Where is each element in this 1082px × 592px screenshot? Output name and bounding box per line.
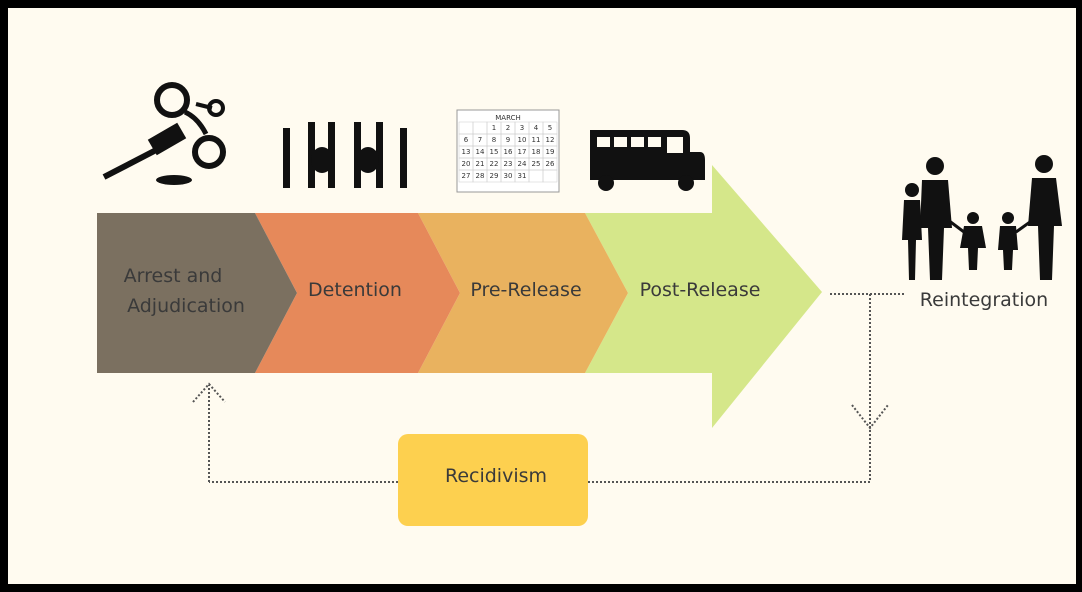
calendar-day: 13: [462, 148, 471, 156]
calendar-day: 31: [518, 172, 527, 180]
calendar-day: 21: [476, 160, 485, 168]
stage-arrest-adjudication: [97, 213, 297, 373]
calendar-day: 16: [504, 148, 513, 156]
calendar-day: 7: [478, 136, 482, 144]
recidivism-box: [398, 434, 588, 526]
recidivism-label: Recidivism: [445, 465, 547, 487]
jail-bars-icon: [283, 122, 407, 188]
stage-post-release-label: Post-Release: [640, 279, 761, 301]
stage-post-release: [585, 165, 822, 428]
stage-arrest-label-line2: Adjudication: [127, 295, 245, 317]
calendar-day: 6: [464, 136, 469, 144]
calendar-day: 8: [492, 136, 496, 144]
calendar-day: 5: [548, 124, 552, 132]
calendar-day: 4: [534, 124, 539, 132]
calendar-day: 27: [462, 172, 471, 180]
calendar-day: 14: [476, 148, 485, 156]
stage-pre-release: [418, 213, 628, 373]
calendar-day: 24: [518, 160, 527, 168]
calendar-day: 30: [504, 172, 513, 180]
calendar-day: 17: [518, 148, 527, 156]
family-silhouette-icon: [902, 155, 1062, 280]
calendar-day: 28: [476, 172, 485, 180]
gavel-and-handcuffs-icon: [102, 82, 226, 185]
stage-arrest-label-line1: Arrest and: [124, 265, 223, 287]
calendar-day: 2: [506, 124, 510, 132]
calendar-day: 26: [546, 160, 555, 168]
calendar-day: 1: [492, 124, 496, 132]
calendar-day: 10: [518, 136, 527, 144]
calendar-day: 11: [532, 136, 541, 144]
calendar-day: 25: [532, 160, 541, 168]
calendar-day: 18: [532, 148, 541, 156]
calendar-day: 29: [490, 172, 499, 180]
calendar-day: 20: [462, 160, 471, 168]
calendar-day: 15: [490, 148, 499, 156]
reintegration-label: Reintegration: [920, 289, 1048, 311]
calendar-header: MARCH: [495, 114, 521, 122]
calendar-day: 19: [546, 148, 555, 156]
calendar-cell: [542, 169, 558, 183]
calendar-day: 12: [546, 136, 555, 144]
feedback-loop-connector: [192, 293, 906, 483]
stage-detention-label: Detention: [308, 279, 402, 301]
calendar-day: 9: [506, 136, 510, 144]
calendar-day: 3: [520, 124, 524, 132]
calendar-day: 22: [490, 160, 499, 168]
stage-pre-release-label: Pre-Release: [470, 279, 581, 301]
stage-detention: [255, 213, 460, 373]
bus-icon: [590, 130, 705, 191]
calendar-day: 23: [504, 160, 513, 168]
